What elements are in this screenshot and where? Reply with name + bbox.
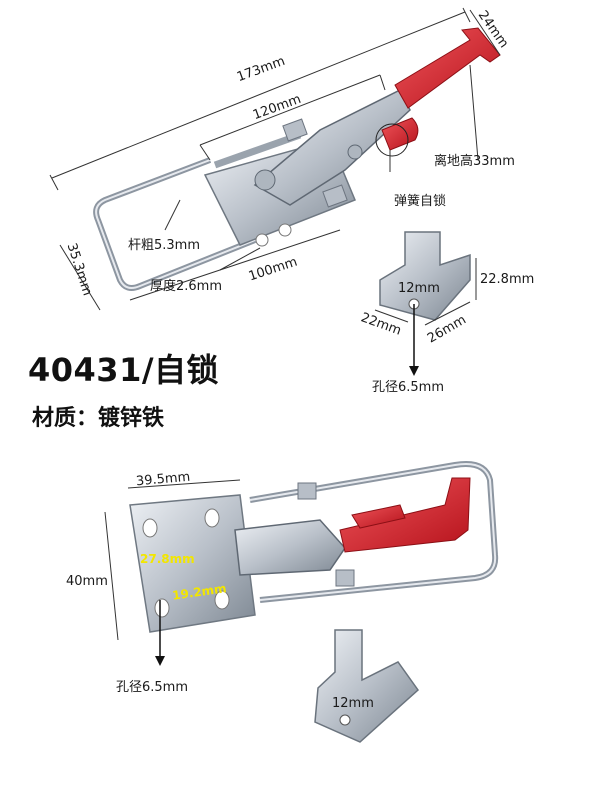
model-title: 40431/自锁 [28, 351, 220, 389]
thickness-label: 厚度2.6mm [150, 279, 223, 294]
bottom-latch-drawing [104, 461, 499, 666]
top-dimension-lines [49, 7, 501, 311]
plate-height-label: 40mm [66, 574, 108, 589]
bottom-catch-slot-label: 12mm [332, 696, 374, 711]
hole-spacing-a-label: 27.8mm [140, 552, 195, 566]
rod-diameter-label: 杆粗5.3mm [128, 238, 201, 253]
catch-hole-label: 孔径6.5mm [372, 380, 445, 395]
catch-slot-label: 12mm [398, 281, 440, 296]
material-line: 材质：镀锌铁 [32, 406, 165, 431]
height-from-ground-label: 离地高33mm [434, 154, 515, 169]
spring-lock-label: 弹簧自锁 [394, 194, 447, 209]
bottom-catch-drawing [314, 629, 420, 743]
top-catch-drawing [374, 231, 477, 376]
top-latch-drawing [93, 27, 501, 291]
catch-height-label: 22.8mm [480, 272, 535, 287]
bottom-hole-label: 孔径6.5mm [116, 680, 189, 695]
